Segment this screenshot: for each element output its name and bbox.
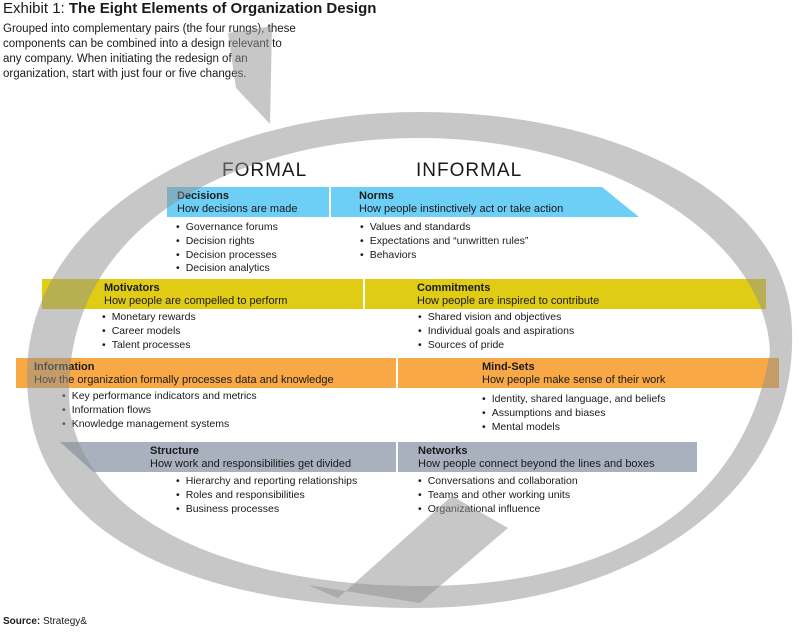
mindsets-name: Mind-Sets	[482, 361, 535, 373]
mindsets-bar: Mind-Sets How people make sense of their…	[398, 358, 779, 388]
list-item: Expectations and “unwritten rules”	[360, 235, 529, 249]
structure-list: Hierarchy and reporting relationships Ro…	[176, 475, 358, 517]
source-text: Strategy&	[40, 616, 87, 627]
norms-bar: Norms How people instinctively act or ta…	[331, 187, 639, 217]
list-item: Business processes	[176, 503, 357, 517]
list-item: Monetary rewards	[102, 311, 196, 325]
list-item: Sources of pride	[418, 339, 574, 353]
structure-bar: Structure How work and responsibilities …	[60, 442, 396, 472]
mindsets-list: Identity, shared language, and beliefs A…	[482, 393, 666, 435]
list-item: Talent processes	[102, 339, 196, 353]
motivators-desc: How people are compelled to perform	[104, 295, 288, 307]
formal-heading: FORMAL	[222, 160, 308, 181]
list-item: Behaviors	[360, 249, 528, 263]
list-item: Values and standards	[360, 221, 528, 235]
information-name: Information	[34, 361, 95, 373]
source-note: Source: Strategy&	[3, 616, 87, 627]
decisions-name: Decisions	[177, 190, 229, 202]
list-item: Decision processes	[176, 249, 278, 263]
list-item: Key performance indicators and metrics	[62, 390, 257, 404]
list-item: Hierarchy and reporting relationships	[176, 475, 358, 489]
networks-name: Networks	[418, 445, 468, 457]
source-label: Source:	[3, 616, 41, 627]
structure-name: Structure	[150, 445, 199, 457]
list-item: Teams and other working units	[418, 489, 578, 503]
list-item: Conversations and collaboration	[418, 475, 578, 489]
list-item: Roles and responsibilities	[176, 489, 357, 503]
decisions-bar: Decisions How decisions are made	[167, 187, 329, 217]
list-item: Identity, shared language, and beliefs	[482, 393, 666, 407]
exhibit-title: Exhibit 1: The Eight Elements of Organiz…	[3, 0, 376, 17]
norms-list: Values and standards Expectations and “u…	[360, 221, 529, 263]
commitments-list: Shared vision and objectives Individual …	[418, 311, 575, 353]
networks-list: Conversations and collaboration Teams an…	[418, 475, 578, 516]
exhibit-heading: The Eight Elements of Organization Desig…	[68, 0, 377, 17]
list-item: Mental models	[482, 421, 665, 435]
list-item: Information flows	[62, 404, 257, 418]
information-list: Key performance indicators and metrics I…	[62, 390, 257, 431]
decisions-desc: How decisions are made	[177, 203, 298, 215]
norms-desc: How people instinctively act or take act…	[359, 203, 564, 215]
exhibit-number: Exhibit 1:	[3, 0, 69, 17]
motivators-bar: Motivators How people are compelled to p…	[42, 279, 363, 309]
commitments-name: Commitments	[417, 282, 491, 294]
structure-desc: How work and responsibilities get divide…	[150, 458, 352, 470]
norms-name: Norms	[359, 190, 394, 202]
list-item: Knowledge management systems	[62, 418, 257, 432]
list-item: Organizational influence	[418, 503, 578, 517]
decisions-list: Governance forums Decision rights Decisi…	[176, 221, 278, 276]
list-item: Career models	[102, 325, 196, 339]
networks-desc: How people connect beyond the lines and …	[418, 458, 655, 470]
commitments-desc: How people are inspired to contribute	[417, 295, 600, 307]
intro-text: Grouped into complementary pairs (the fo…	[3, 23, 296, 80]
information-desc: How the organization formally processes …	[34, 374, 334, 386]
list-item: Individual goals and aspirations	[418, 325, 575, 339]
networks-bar: Networks How people connect beyond the l…	[398, 442, 697, 472]
list-item: Shared vision and objectives	[418, 311, 574, 325]
list-item: Decision analytics	[176, 262, 278, 276]
commitments-bar: Commitments How people are inspired to c…	[365, 279, 766, 309]
list-item: Assumptions and biases	[482, 407, 665, 421]
informal-heading: INFORMAL	[416, 160, 523, 181]
motivators-list: Monetary rewards Career models Talent pr…	[102, 311, 196, 352]
mindsets-desc: How people make sense of their work	[482, 374, 666, 386]
list-item: Decision rights	[176, 235, 278, 249]
list-item: Governance forums	[176, 221, 278, 235]
information-bar: Information How the organization formall…	[16, 358, 396, 388]
motivators-name: Motivators	[104, 282, 160, 294]
